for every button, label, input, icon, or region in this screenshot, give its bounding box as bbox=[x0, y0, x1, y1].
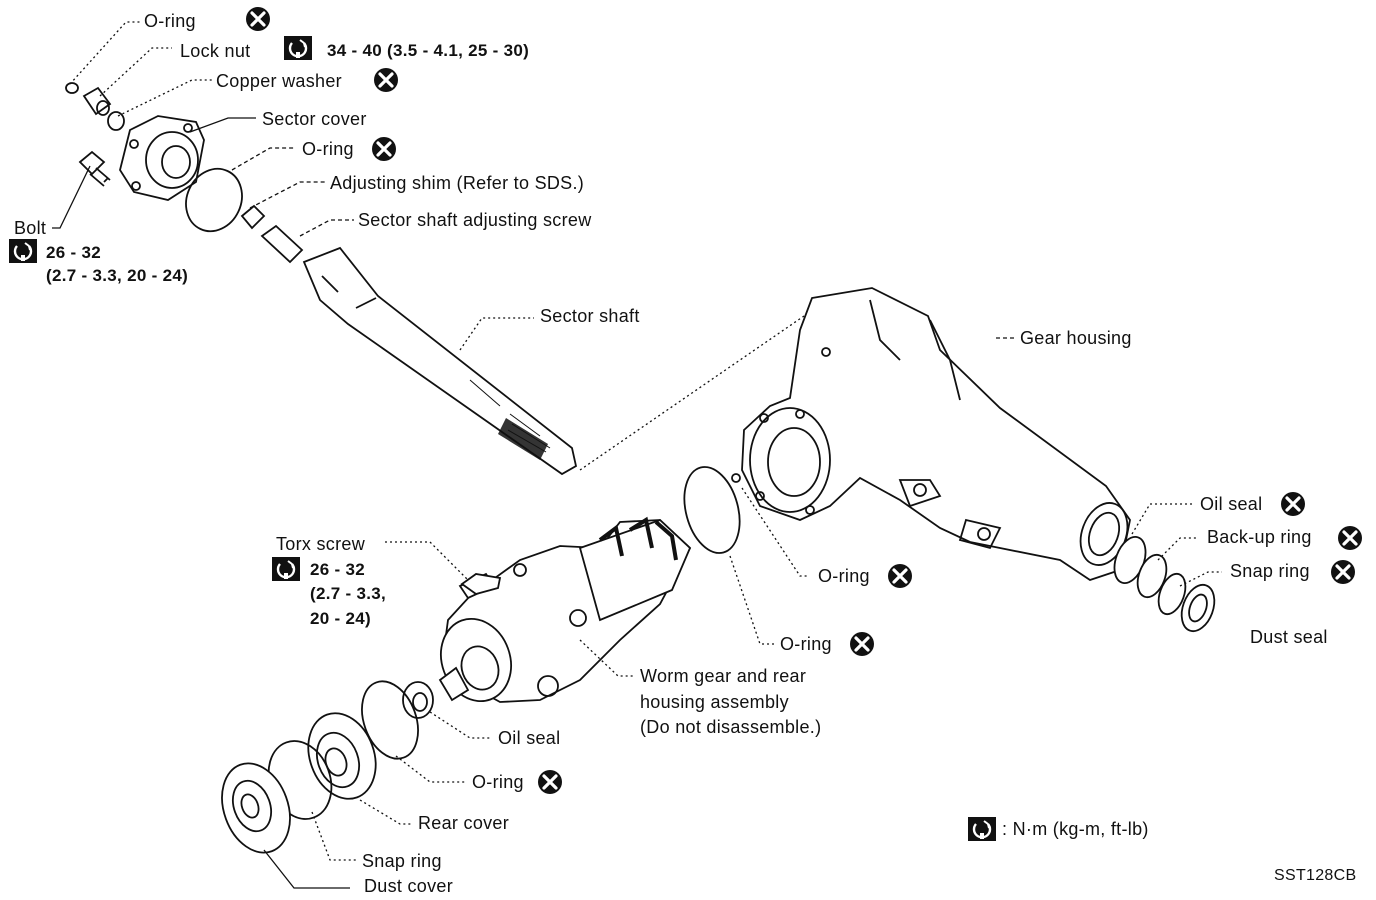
label-oring-rear: O-ring bbox=[472, 772, 524, 792]
circle-x-icon bbox=[372, 66, 400, 94]
sector-cover-part bbox=[119, 115, 205, 201]
adjusting-shim-part bbox=[240, 204, 266, 230]
circle-x-icon bbox=[886, 562, 914, 590]
circle-x-icon bbox=[536, 768, 564, 796]
label-snap-ring-rear: Snap ring bbox=[362, 851, 442, 871]
label-oil-seal-rear: Oil seal bbox=[498, 728, 560, 748]
label-torx-torque-1: 26 - 32 bbox=[310, 560, 365, 579]
worm-gear-assembly-part bbox=[438, 516, 692, 703]
label-worm-gear-1: Worm gear and rear bbox=[640, 666, 806, 686]
label-oil-seal-right: Oil seal bbox=[1200, 494, 1262, 514]
circle-x-icon bbox=[244, 5, 272, 33]
oring-housing-part bbox=[731, 473, 741, 483]
backup-ring-part bbox=[1136, 553, 1168, 599]
label-gear-housing: Gear housing bbox=[1020, 328, 1132, 348]
torque-wrench-icon bbox=[7, 237, 39, 265]
torque-wrench-icon bbox=[966, 815, 998, 843]
torque-wrench-icon bbox=[282, 34, 314, 62]
label-oring-top: O-ring bbox=[144, 11, 196, 31]
label-adjusting-shim: Adjusting shim (Refer to SDS.) bbox=[330, 173, 584, 193]
label-copper-washer: Copper washer bbox=[216, 71, 342, 91]
oil-seal-rear-part bbox=[402, 681, 434, 719]
adjusting-screw-part bbox=[260, 224, 304, 264]
label-lock-nut: Lock nut bbox=[180, 41, 250, 61]
rear-cover-part bbox=[307, 712, 377, 800]
leader-lines bbox=[52, 21, 1222, 889]
label-bolt: Bolt bbox=[14, 218, 46, 238]
oring-cover-part bbox=[185, 167, 243, 233]
label-lock-nut-torque: 34 - 40 (3.5 - 4.1, 25 - 30) bbox=[327, 41, 529, 60]
snap-ring-right-part bbox=[1157, 572, 1187, 616]
label-bolt-torque-1: 26 - 32 bbox=[46, 243, 101, 262]
gear-housing-part bbox=[741, 287, 1131, 581]
figure-code: SST128CB bbox=[1274, 867, 1356, 884]
lock-nut-part bbox=[82, 86, 112, 116]
label-torx-torque-3: 20 - 24) bbox=[310, 609, 371, 628]
label-dust-cover: Dust cover bbox=[364, 876, 453, 896]
torque-wrench-icon bbox=[270, 555, 302, 583]
oil-seal-rear-inner bbox=[412, 692, 428, 712]
dust-seal-part bbox=[1180, 583, 1216, 633]
label-oring-housing: O-ring bbox=[818, 566, 870, 586]
label-dust-seal: Dust seal bbox=[1250, 627, 1328, 647]
label-worm-gear-3: (Do not disassemble.) bbox=[640, 717, 821, 737]
label-sector-cover: Sector cover bbox=[262, 109, 367, 129]
oring-rear-part bbox=[361, 680, 419, 760]
label-oring-mid: O-ring bbox=[780, 634, 832, 654]
circle-x-icon bbox=[1336, 524, 1364, 552]
circle-x-icon bbox=[370, 135, 398, 163]
copper-washer-part bbox=[107, 111, 125, 131]
dust-cover-part bbox=[221, 762, 291, 854]
circle-x-icon bbox=[1279, 490, 1307, 518]
legend-units: : N·m (kg-m, ft-lb) bbox=[1002, 819, 1149, 839]
dust-seal-inner bbox=[1188, 593, 1208, 623]
label-snap-ring-right: Snap ring bbox=[1230, 561, 1310, 581]
label-torx-screw: Torx screw bbox=[276, 534, 366, 554]
label-oring-cover: O-ring bbox=[302, 139, 354, 159]
torx-screw-part bbox=[460, 573, 502, 595]
bolt-part bbox=[78, 150, 111, 187]
sector-shaft-part bbox=[302, 246, 578, 476]
label-torx-torque-2: (2.7 - 3.3, bbox=[310, 584, 386, 603]
circle-x-icon bbox=[848, 630, 876, 658]
label-worm-gear-2: housing assembly bbox=[640, 692, 789, 712]
oring-top-part bbox=[65, 82, 79, 94]
label-adjusting-screw: Sector shaft adjusting screw bbox=[358, 210, 592, 230]
label-bolt-torque-2: (2.7 - 3.3, 20 - 24) bbox=[46, 266, 188, 285]
oring-mid-part bbox=[683, 466, 741, 554]
label-rear-cover: Rear cover bbox=[418, 813, 509, 833]
label-backup-ring: Back-up ring bbox=[1207, 527, 1312, 547]
label-sector-shaft: Sector shaft bbox=[540, 306, 640, 326]
circle-x-icon bbox=[1329, 558, 1357, 586]
